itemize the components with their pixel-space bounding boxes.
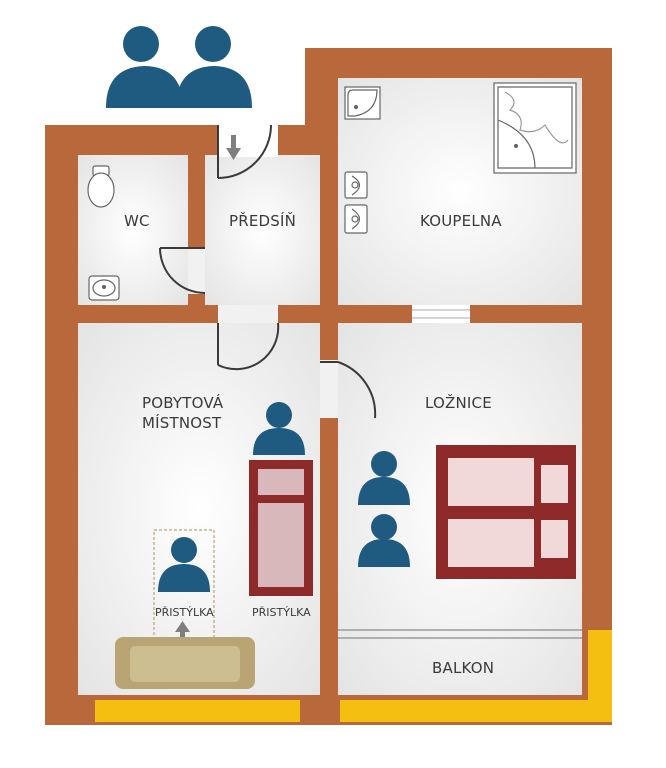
wc-door bbox=[159, 247, 206, 294]
person-icon bbox=[158, 537, 210, 592]
room-labels: WC PŘEDSÍŇ KOUPELNA POBYTOVÁ MÍSTNOST LO… bbox=[124, 211, 502, 677]
openings bbox=[188, 248, 470, 418]
window-living bbox=[95, 700, 300, 722]
room-label-pobytova-line1: POBYTOVÁ bbox=[142, 393, 224, 412]
extra-bed-right-label: PŘISTÝLKA bbox=[252, 606, 311, 619]
predsin-floor bbox=[205, 155, 320, 305]
person-icon bbox=[358, 451, 410, 505]
wc-fixtures bbox=[87, 165, 120, 301]
balcony-divider bbox=[338, 629, 582, 639]
person-icon bbox=[358, 514, 410, 567]
door-swings bbox=[159, 124, 377, 419]
two-people-icon bbox=[106, 26, 252, 108]
bathroom-fixtures bbox=[344, 82, 577, 234]
windows bbox=[95, 630, 612, 722]
toilet-icon bbox=[87, 165, 115, 208]
bidet-icon bbox=[344, 171, 368, 199]
sink-icon bbox=[88, 275, 120, 301]
window-balcony-bottom bbox=[340, 700, 612, 722]
room-label-balkon: BALKON bbox=[432, 659, 494, 677]
entrance-arrow-icon bbox=[226, 135, 241, 160]
window-balcony-side bbox=[588, 630, 612, 722]
room-label-koupelna: KOUPELNA bbox=[420, 212, 502, 230]
room-label-wc: WC bbox=[124, 212, 150, 230]
room-label-loznice: LOŽNICE bbox=[425, 393, 492, 412]
corner-sink-icon bbox=[344, 86, 381, 120]
person-icon bbox=[253, 402, 305, 455]
entrance-door bbox=[217, 124, 272, 179]
shower-icon bbox=[493, 82, 577, 174]
double-bed bbox=[436, 445, 576, 579]
washbasin-icon bbox=[344, 204, 368, 234]
room-label-predsin: PŘEDSÍŇ bbox=[229, 211, 296, 230]
extra-bed-left-label: PŘISTÝLKA bbox=[155, 606, 214, 619]
sofa bbox=[115, 637, 255, 689]
living-door bbox=[217, 322, 280, 371]
bedroom-door bbox=[320, 361, 377, 419]
room-label-pobytova-line2: MÍSTNOST bbox=[142, 413, 222, 432]
extra-bed-right bbox=[249, 460, 313, 596]
